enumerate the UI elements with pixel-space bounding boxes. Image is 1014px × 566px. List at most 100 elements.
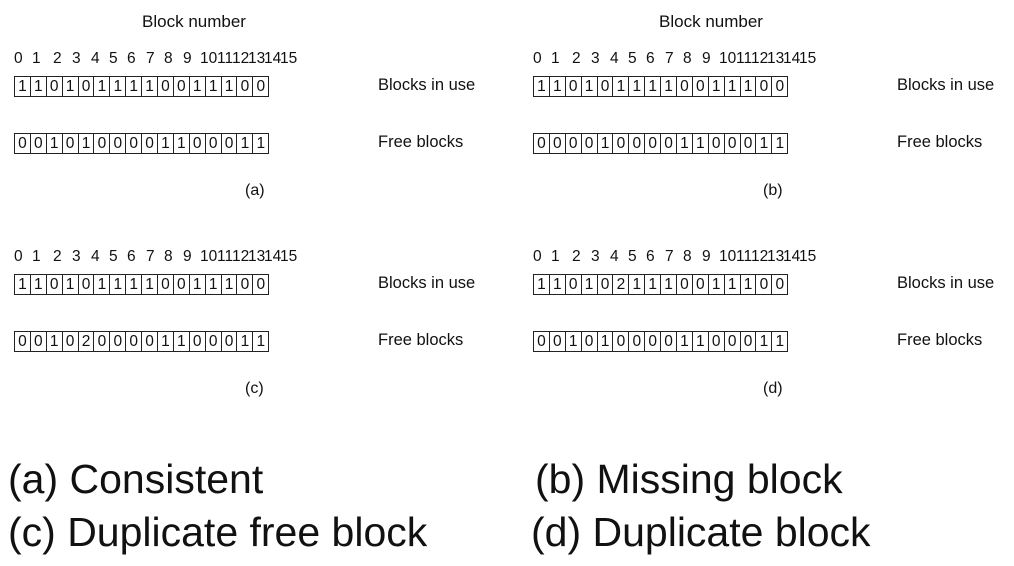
block-number-title: Block number xyxy=(659,12,763,31)
in-use-cell: 1 xyxy=(18,78,27,95)
free-cell: 0 xyxy=(612,134,628,153)
in-use-cell: 0 xyxy=(45,275,62,294)
in-use-cell: 0 xyxy=(157,275,173,294)
in-use-cell: 1 xyxy=(537,78,546,95)
in-use-cell: 1 xyxy=(723,77,740,96)
block-index-label: 10 xyxy=(719,50,737,67)
in-use-cell: 1 xyxy=(204,77,221,96)
in-use-cell: 1 xyxy=(739,275,756,294)
free-blocks-label: Free blocks xyxy=(378,133,464,151)
in-use-cell: 0 xyxy=(691,77,708,96)
block-index-label: 7 xyxy=(146,50,155,67)
free-cell: 1 xyxy=(157,134,173,153)
in-use-cell: 1 xyxy=(660,275,676,294)
free-cell: 1 xyxy=(596,332,613,351)
block-index-label: 0 xyxy=(533,248,542,265)
free-cell: 1 xyxy=(691,134,708,153)
free-cell: 0 xyxy=(29,332,46,351)
block-index-label: 14 xyxy=(264,248,282,265)
block-index-label: 11 xyxy=(217,248,234,265)
in-use-cell: 1 xyxy=(548,275,565,294)
free-cell: 1 xyxy=(157,332,173,351)
block-index-label: 6 xyxy=(127,248,136,265)
in-use-cell: 1 xyxy=(29,275,46,294)
blocks-in-use-label: Blocks in use xyxy=(897,274,995,292)
in-use-cell: 1 xyxy=(220,77,237,96)
block-index-label: 15 xyxy=(799,50,817,67)
free-cell: 1 xyxy=(676,134,692,153)
in-use-cell: 1 xyxy=(61,77,78,96)
free-cell: 0 xyxy=(204,134,221,153)
block-index-label: 4 xyxy=(91,50,100,67)
in-use-cell: 0 xyxy=(596,275,613,294)
free-cell: 1 xyxy=(236,332,252,351)
panel-sublabel: (d) xyxy=(763,380,783,397)
block-index-label: 2 xyxy=(53,50,62,67)
in-use-cell: 1 xyxy=(580,77,597,96)
free-cell: 0 xyxy=(18,135,27,152)
free-cell: 0 xyxy=(18,333,27,350)
block-index-label: 7 xyxy=(665,50,674,67)
in-use-cell: 1 xyxy=(109,275,125,294)
free-cell: 0 xyxy=(660,332,676,351)
free-cell: 0 xyxy=(61,134,78,153)
block-index-label: 11 xyxy=(217,50,234,67)
in-use-cell: 1 xyxy=(723,275,740,294)
block-index-label: 10 xyxy=(200,50,218,67)
block-index-label: 1 xyxy=(32,248,41,265)
free-cell: 1 xyxy=(755,134,771,153)
in-use-cell: 1 xyxy=(125,77,141,96)
block-index-label: 2 xyxy=(572,50,581,67)
free-cell: 0 xyxy=(707,332,724,351)
block-index-label: 0 xyxy=(14,50,23,67)
in-use-cell: 1 xyxy=(660,77,676,96)
in-use-cell: 1 xyxy=(188,77,205,96)
free-cell: 0 xyxy=(141,134,157,153)
free-cell: 0 xyxy=(644,332,660,351)
in-use-cell: 0 xyxy=(252,77,268,96)
in-use-cell: 1 xyxy=(739,77,756,96)
block-index-label: 4 xyxy=(610,248,619,265)
in-use-cell: 0 xyxy=(755,77,771,96)
free-cell: 0 xyxy=(580,134,597,153)
block-index-label: 3 xyxy=(72,50,81,67)
in-use-cell: 0 xyxy=(676,275,692,294)
free-cell: 0 xyxy=(723,134,740,153)
in-use-cell: 1 xyxy=(644,275,660,294)
in-use-cell: 1 xyxy=(141,275,157,294)
block-index-label: 0 xyxy=(533,50,542,67)
in-use-cell: 0 xyxy=(564,77,581,96)
in-use-cell: 0 xyxy=(676,77,692,96)
block-index-label: 0 xyxy=(14,248,23,265)
in-use-cell: 1 xyxy=(93,275,109,294)
free-cell: 1 xyxy=(596,134,613,153)
in-use-cell: 0 xyxy=(771,275,787,294)
block-number-title: Block number xyxy=(142,12,246,31)
block-index-label: 4 xyxy=(610,50,619,67)
block-index-label: 14 xyxy=(783,248,801,265)
block-index-label: 9 xyxy=(183,50,192,67)
in-use-cell: 0 xyxy=(45,77,62,96)
in-use-cell: 0 xyxy=(755,275,771,294)
in-use-cell: 1 xyxy=(707,275,724,294)
free-cell: 1 xyxy=(252,134,268,153)
in-use-cell: 0 xyxy=(172,275,189,294)
in-use-cell: 1 xyxy=(612,77,628,96)
block-index-label: 1 xyxy=(32,50,41,67)
block-index-label: 7 xyxy=(146,248,155,265)
in-use-cell: 0 xyxy=(77,77,94,96)
block-index-label: 4 xyxy=(91,248,100,265)
free-cell: 1 xyxy=(564,332,581,351)
free-cell: 1 xyxy=(771,332,787,351)
free-cell: 0 xyxy=(548,332,565,351)
in-use-cell: 0 xyxy=(236,275,252,294)
block-index-label: 14 xyxy=(783,50,801,67)
free-cell: 0 xyxy=(93,332,109,351)
free-cell: 0 xyxy=(204,332,221,351)
